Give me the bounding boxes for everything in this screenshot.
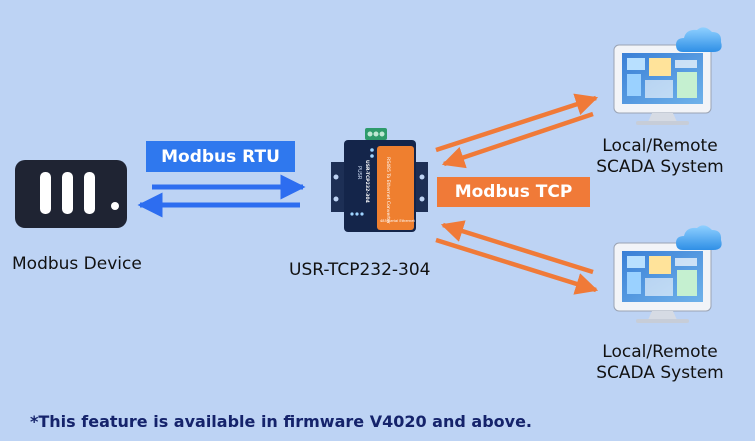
scada-bottom-label: Local/Remote SCADA System xyxy=(596,342,724,383)
gateway-device-icon: PUSR USR-TCP232-304 RS485 To Ethernet Co… xyxy=(331,128,428,232)
scada-top-label: Local/Remote SCADA System xyxy=(596,136,724,177)
tcp-arrows-upper xyxy=(435,93,599,169)
gateway-model-label: USR-TCP232-304 xyxy=(289,260,431,280)
device-function-text: RS485 To Ethernet Converter xyxy=(385,157,391,224)
modbus-device-label: Modbus Device xyxy=(12,254,142,274)
firmware-footnote: *This feature is available in firmware V… xyxy=(30,412,532,431)
scada-monitor-top-icon xyxy=(613,44,712,125)
tcp-arrows-lower xyxy=(435,220,599,295)
modbus-tcp-tag: Modbus TCP xyxy=(437,177,590,207)
cloud-icon xyxy=(676,225,722,250)
scada-monitor-bottom-icon xyxy=(613,242,712,323)
modbus-device-icon xyxy=(15,160,127,228)
modbus-rtu-tag: Modbus RTU xyxy=(146,141,295,172)
rtu-arrows xyxy=(137,174,306,218)
cloud-icon xyxy=(676,27,722,52)
device-brand-text: PUSR xyxy=(356,166,362,180)
device-ports-text: 485/Serial Ethernet xyxy=(380,219,415,223)
device-model-text: USR-TCP232-304 xyxy=(364,160,370,203)
